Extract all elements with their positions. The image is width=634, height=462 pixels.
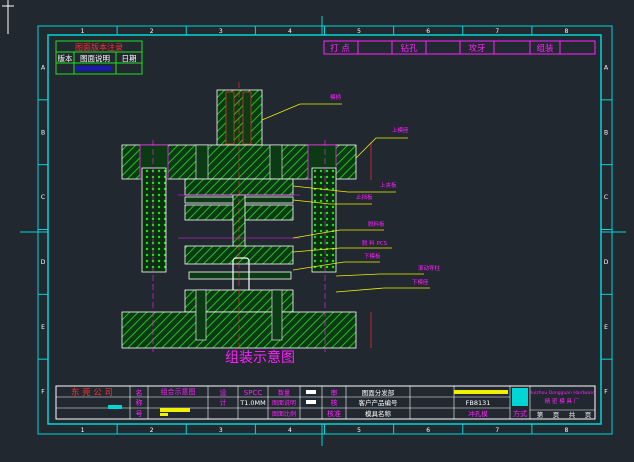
- grid-col-label-top: 6: [426, 28, 430, 35]
- process-tap: 攻牙: [468, 43, 485, 54]
- callout-label: 模柄: [330, 93, 342, 101]
- logo-line-2: 精 密 模 具 厂: [545, 397, 580, 405]
- product-code-value: FB8131: [466, 399, 491, 407]
- grid-row-label-left: F: [41, 389, 45, 396]
- logo-line-1: Huizhou Dongguan Hardware: [529, 390, 595, 396]
- left-label-title: 称: [136, 398, 143, 407]
- callout-label: 下模板: [364, 252, 381, 260]
- grid-col-label-top: 4: [288, 28, 292, 35]
- callout-label: 上模座: [392, 126, 409, 134]
- mid-label-description: 图面说明: [272, 399, 296, 407]
- grid-col-label-top: 8: [565, 28, 569, 35]
- grid-col-label-bottom: 7: [495, 427, 499, 434]
- grid-col-label-bottom: 4: [288, 427, 292, 434]
- document-type: 组合示意图: [161, 387, 196, 396]
- grid-row-label-left: D: [41, 259, 46, 266]
- grid-col-label-bottom: 2: [150, 427, 154, 434]
- die-name-value: 冲孔模: [468, 409, 488, 418]
- grid-row-label-left: B: [41, 129, 45, 136]
- callout-label: 脱 料 PCS: [362, 239, 388, 247]
- revision-header-version: 版本: [58, 53, 73, 63]
- row-label-plan: 计: [220, 398, 227, 407]
- project-label: 方式: [513, 409, 527, 418]
- grid-row-label-right: F: [604, 389, 608, 396]
- process-bar: 打 点 钻孔 攻牙 组装: [323, 40, 596, 55]
- page-label-pages: 页: [585, 411, 592, 419]
- grid-col-label-bottom: 1: [81, 427, 85, 434]
- process-drill: 钻孔: [400, 43, 418, 54]
- grid-ticks: [38, 26, 612, 434]
- grid-row-label-right: E: [604, 324, 608, 331]
- mid-label-quantity: 数量: [278, 389, 290, 397]
- callout-label: 止挡板: [356, 193, 373, 201]
- thickness-value: T1.0MM: [239, 399, 266, 407]
- row-label-approve: 核准: [327, 409, 341, 418]
- mid-label-scale: 图面比例: [272, 410, 296, 418]
- field-distribution: 图面分发部: [362, 388, 395, 397]
- title-block: 东 莞 公 司 组合示意图 SPCC T1.0MM 名 称 号 设 计 审 核 …: [55, 385, 596, 420]
- revision-header-date: 日期: [122, 54, 137, 63]
- field-customer-code: 客户产品编号: [359, 398, 399, 407]
- callout-label: 滚动导柱: [418, 264, 441, 272]
- field-die-name: 模具名称: [365, 409, 392, 418]
- grid-row-label-right: C: [604, 194, 608, 201]
- page-label-page: 页: [553, 411, 560, 419]
- grid-row-label-right: A: [604, 64, 609, 71]
- grid-col-label-top: 3: [219, 28, 223, 35]
- leader-lines: [261, 103, 430, 293]
- row-label-review: 审: [331, 388, 338, 397]
- grid-col-label-top: 5: [357, 28, 361, 35]
- grid-col-label-top: 1: [81, 28, 85, 35]
- company-logo-icon: [512, 388, 528, 406]
- grid-col-label-bottom: 8: [565, 427, 569, 434]
- callout-label: 上夹板: [380, 181, 397, 189]
- row-label-check: 核: [331, 398, 338, 407]
- grid-row-label-left: A: [41, 64, 46, 71]
- row-label-design: 设: [220, 388, 227, 397]
- page-label-total: 共: [569, 410, 576, 419]
- revision-table: 图面版本注录 版本 图面说明 日期: [55, 40, 143, 75]
- page-label-no: 第: [537, 410, 544, 419]
- die-assembly-drawing[interactable]: [121, 82, 372, 352]
- grid-row-label-right: B: [604, 129, 608, 136]
- drawing-title: 组装示意图: [225, 349, 295, 366]
- grid-col-label-bottom: 5: [357, 427, 361, 434]
- process-assemble: 组装: [536, 43, 554, 54]
- material-value: SPCC: [244, 389, 263, 397]
- grid-col-label-top: 7: [495, 28, 499, 35]
- left-label-name: 名: [136, 388, 143, 397]
- grid-row-label-right: D: [604, 259, 609, 266]
- company-name: 东 莞 公 司: [71, 387, 113, 398]
- grid-col-label-bottom: 6: [426, 427, 430, 434]
- callout-label: 下模座: [412, 278, 429, 286]
- crosshair-cursor-icon: [2, 0, 14, 34]
- grid-col-label-top: 2: [150, 28, 154, 35]
- grid-row-label-left: C: [41, 194, 45, 201]
- grid-row-label-left: E: [41, 324, 45, 331]
- left-label-number: 号: [136, 410, 143, 418]
- revision-table-title: 图面版本注录: [75, 42, 123, 52]
- callout-label: 脱料板: [368, 220, 385, 228]
- grid-col-label-bottom: 3: [219, 427, 223, 434]
- revision-header-description: 图面说明: [80, 53, 110, 63]
- process-punch: 打 点: [330, 43, 350, 54]
